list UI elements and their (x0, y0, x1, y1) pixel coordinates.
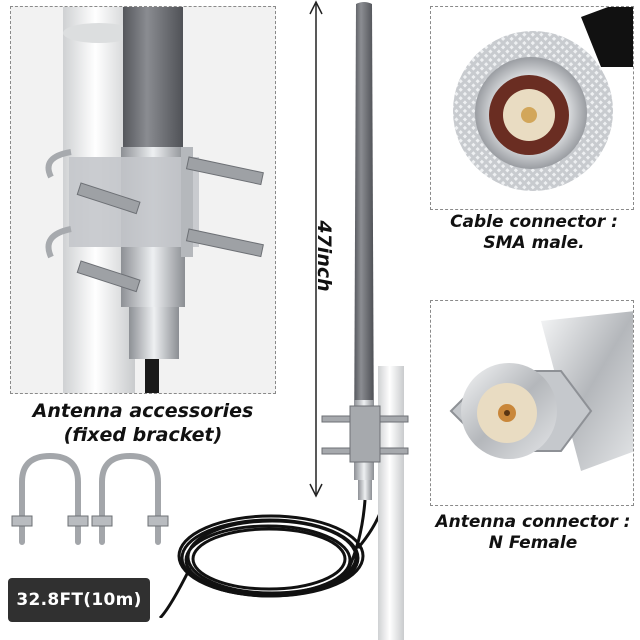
u-bolts (11, 452, 169, 545)
accessories-caption-line2: (fixed bracket) (63, 423, 223, 446)
cable-connector-caption-line1: Cable connector : (450, 212, 618, 232)
bracket-photo (11, 7, 275, 393)
cable-length-badge: 32.8FT(10m) (8, 578, 150, 622)
antenna-connector-caption-line2: N Female (488, 533, 578, 554)
height-dimension-line (309, 0, 323, 498)
antenna-connector-caption-line1: Antenna connector : (435, 512, 631, 532)
accessories-caption: Antenna accessories (fixed bracket) (8, 400, 278, 448)
antenna-connector-photo-frame (430, 300, 634, 506)
n-female-connector-photo (449, 311, 633, 471)
cable-connector-caption-line2: SMA male. (483, 233, 585, 254)
bracket-photo-frame (10, 6, 276, 394)
cable-connector-photo-frame (430, 6, 634, 210)
n-male-connector-photo (453, 7, 633, 191)
cable-coil (158, 508, 384, 618)
antenna-main (321, 2, 409, 640)
accessories-caption-line1: Antenna accessories (32, 400, 254, 422)
antenna-connector-caption: Antenna connector : N Female (428, 512, 638, 555)
cable-connector-caption: Cable connector : SMA male. (432, 212, 636, 255)
